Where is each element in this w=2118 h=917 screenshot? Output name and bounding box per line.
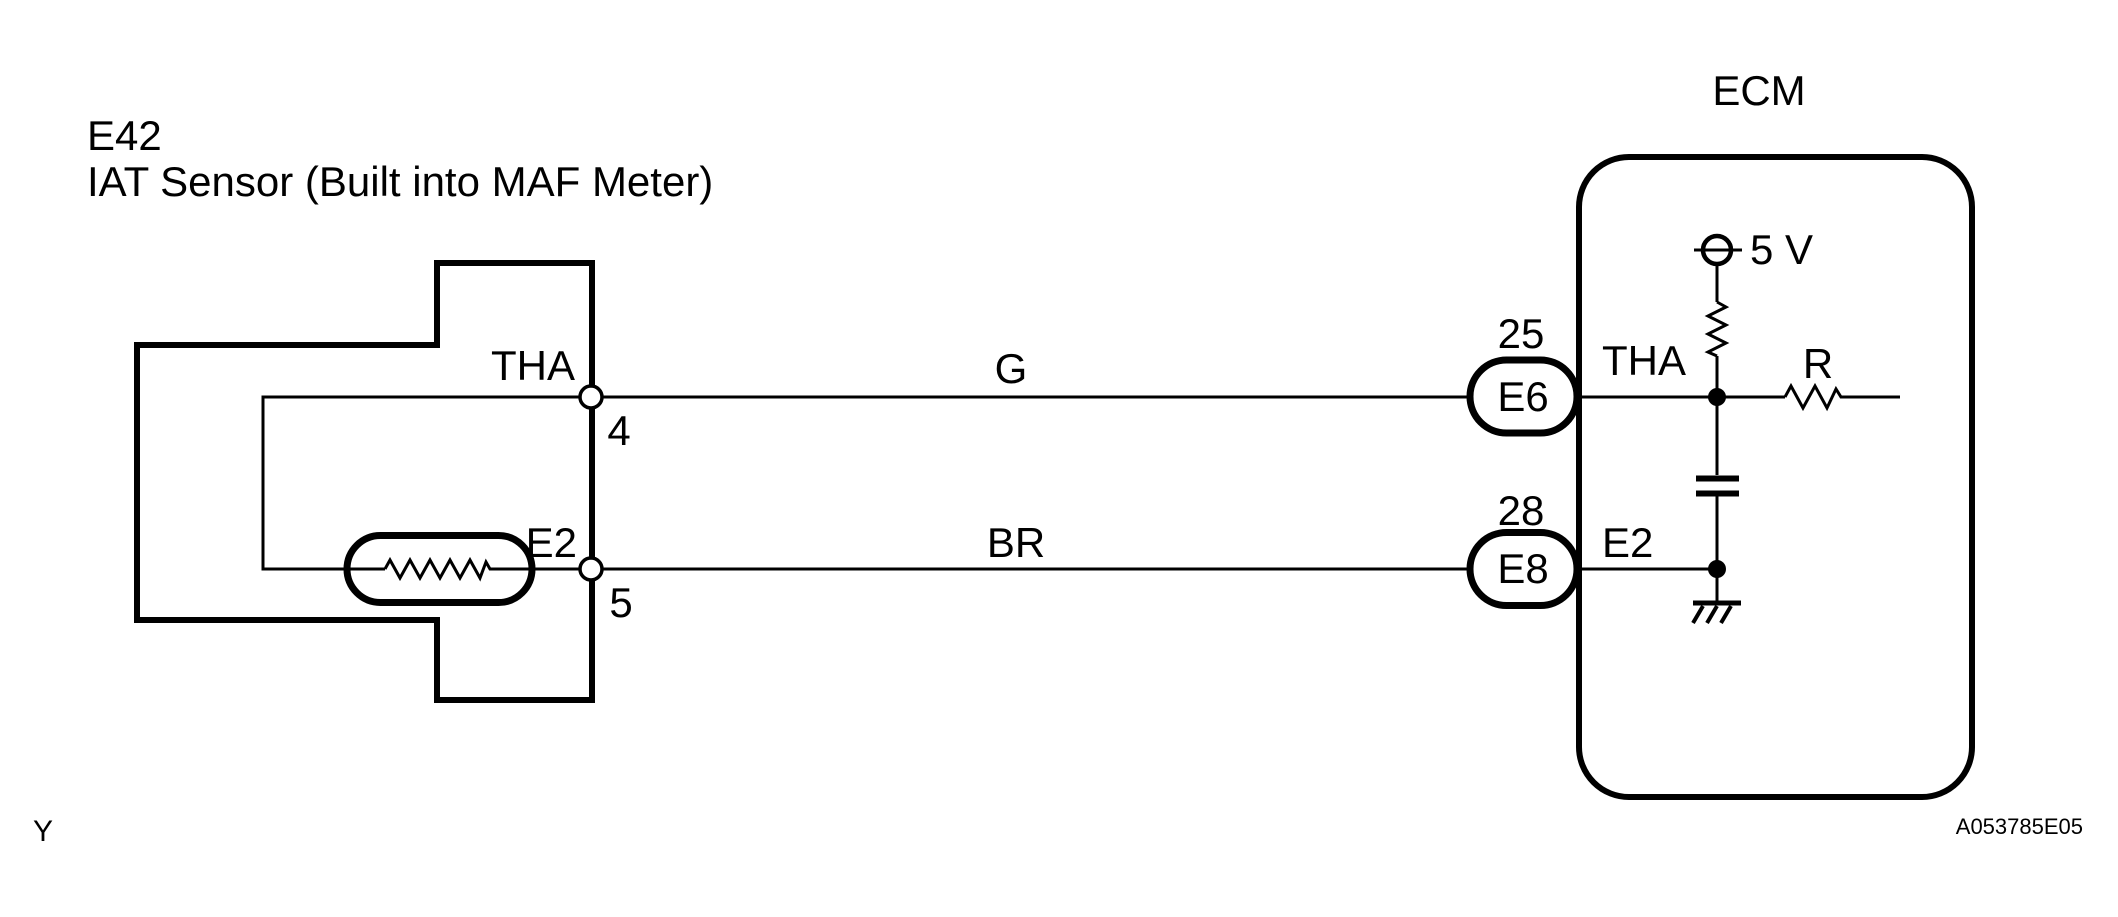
sensor-e2-signal-label: E2 — [526, 519, 577, 566]
sensor-internal-wiring — [261, 395, 591, 571]
ecm-title-label: ECM — [1712, 67, 1805, 114]
figure-code: A053785E05 — [1956, 814, 2083, 839]
terminal-circle-e2 — [578, 556, 604, 582]
sensor-tha-pin-label: 4 — [607, 407, 630, 454]
connector-e8-label: E8 — [1497, 545, 1548, 592]
sensor-outline — [134, 260, 595, 703]
connector-oval-e8 — [1466, 529, 1581, 609]
sensor-name-label: IAT Sensor (Built into MAF Meter) — [87, 158, 713, 205]
ecm-box — [1576, 154, 1975, 800]
resistor-r-icon — [1783, 382, 1900, 412]
pullup-resistor-icon — [1704, 300, 1730, 358]
sensor-e2-pin-label: 5 — [609, 579, 632, 626]
resistor-r-label: R — [1803, 340, 1833, 387]
junction-dot-tha — [1708, 388, 1726, 406]
ground-hatch-1 — [1691, 604, 1705, 625]
ground-hatch-3 — [1719, 604, 1733, 625]
ground-hatch-2 — [1705, 604, 1719, 625]
thermistor-resistor-icon — [383, 556, 591, 582]
sensor-id-label: E42 — [87, 112, 162, 159]
wire-g-color-label: G — [995, 345, 1028, 392]
junction-dot-e2 — [1708, 560, 1726, 578]
footer-left-code: Y — [33, 815, 53, 848]
connector-e8-pin-number: 28 — [1498, 487, 1545, 534]
terminal-circle-tha — [578, 384, 604, 410]
sensor-tha-signal-label: THA — [491, 342, 575, 389]
connector-e6-pin-number: 25 — [1498, 310, 1545, 357]
ecm-e2-signal-label: E2 — [1602, 519, 1653, 566]
wire-br-color-label: BR — [987, 519, 1045, 566]
connector-e6-label: E6 — [1497, 373, 1548, 420]
ecm-tha-signal-label: THA — [1602, 337, 1686, 384]
supply-voltage-label: 5 V — [1750, 226, 1813, 273]
connector-oval-e6 — [1466, 356, 1581, 437]
